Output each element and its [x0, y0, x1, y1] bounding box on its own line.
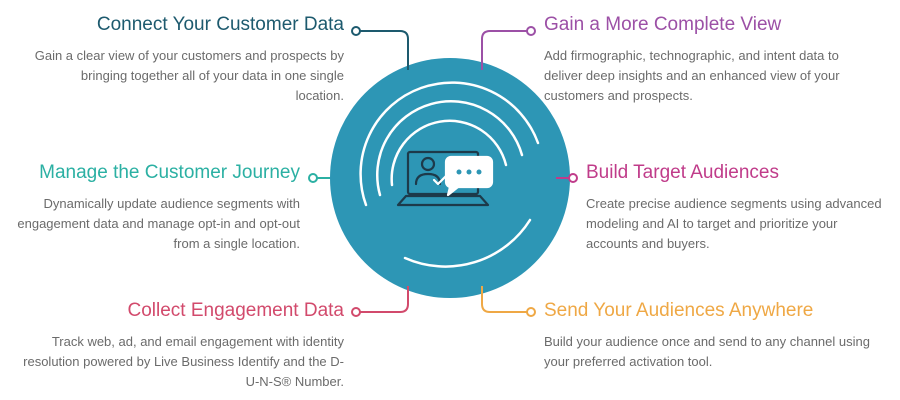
block-build-target-audiences: Build Target Audiences Create precise au…: [586, 162, 886, 254]
block-gain-complete-view: Gain a More Complete View Add firmograph…: [544, 14, 874, 106]
arc-inner: [390, 119, 508, 187]
connector-build-dot: [568, 173, 578, 183]
block-body: Dynamically update audience segments wit…: [17, 196, 300, 251]
block-title: Gain a More Complete View: [544, 14, 782, 35]
block-body: Gain a clear view of your customers and …: [34, 48, 344, 103]
connector-manage-dot: [308, 173, 318, 183]
block-body: Add firmographic, technographic, and int…: [544, 48, 840, 103]
block-collect-engagement-data: Collect Engagement Data Track web, ad, a…: [20, 300, 344, 392]
connector-send: [481, 286, 528, 313]
block-body: Build your audience once and send to any…: [544, 334, 870, 369]
block-connect-customer-data: Connect Your Customer Data Gain a clear …: [30, 14, 344, 106]
connector-connect-dot: [351, 26, 361, 36]
connector-gain: [481, 30, 528, 70]
block-send-audiences-anywhere: Send Your Audiences Anywhere Build your …: [544, 300, 874, 372]
connector-collect: [358, 286, 409, 313]
block-body: Create precise audience segments using a…: [586, 196, 882, 251]
connector-collect-dot: [351, 307, 361, 317]
connector-send-dot: [526, 307, 536, 317]
arc-outer-lower: [403, 218, 532, 268]
block-manage-customer-journey: Manage the Customer Journey Dynamically …: [10, 162, 300, 254]
block-title: Connect Your Customer Data: [96, 14, 344, 35]
decorative-arcs: [359, 81, 540, 268]
block-title: Collect Engagement Data: [127, 300, 344, 321]
arc-outer: [359, 81, 540, 207]
laptop-user-chat-icon: [396, 150, 494, 207]
block-body: Track web, ad, and email engagement with…: [23, 334, 344, 389]
connector-connect: [358, 30, 409, 70]
block-title: Manage the Customer Journey: [39, 162, 300, 183]
block-title: Send Your Audiences Anywhere: [544, 300, 814, 321]
arc-middle: [375, 100, 524, 197]
block-title: Build Target Audiences: [586, 162, 779, 183]
connector-gain-dot: [526, 26, 536, 36]
